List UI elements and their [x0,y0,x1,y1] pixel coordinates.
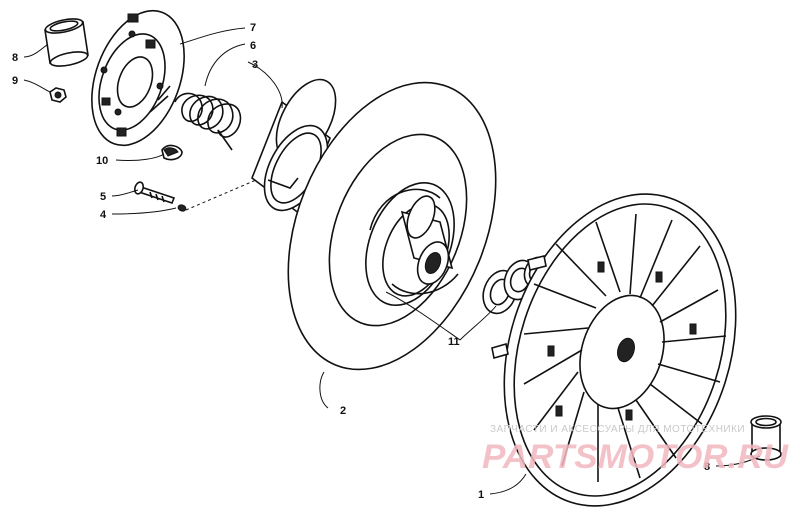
callout-7: 7 [250,22,256,34]
spring [174,92,242,151]
callout-labels: 8 9 7 6 3 10 5 4 11 2 1 8 [12,22,710,501]
watermark: ЗАПЧАСТИ И АКСЕССУАРЫ ДЛЯ МОТОТЕХНИКИ PA… [482,424,789,476]
callout-9: 9 [12,75,18,87]
callout-11: 11 [448,336,460,348]
callout-8-bottom: 8 [704,461,710,473]
bushing-top-left [44,18,89,67]
callout-3: 3 [252,59,258,71]
fixed-sheave [287,81,497,371]
pin [177,204,187,212]
spider-cover-plate [91,9,185,147]
roller-weight [161,144,183,161]
bushing-bottom-right [750,415,782,461]
watermark-logo: PARTSMOTOR.RU [482,438,789,476]
callout-5: 5 [100,191,106,203]
callout-10: 10 [96,155,108,167]
callout-4: 4 [100,209,107,221]
callout-1: 1 [478,489,484,501]
callout-6: 6 [250,40,256,52]
nut [49,87,67,103]
callout-8-top: 8 [12,52,18,64]
leader-lines [23,27,761,495]
watermark-caption: ЗАПЧАСТИ И АКСЕССУАРЫ ДЛЯ МОТОТЕХНИКИ [490,424,745,435]
movable-sheave-fan [491,193,737,507]
bolt [133,181,176,204]
callout-2: 2 [340,405,346,417]
